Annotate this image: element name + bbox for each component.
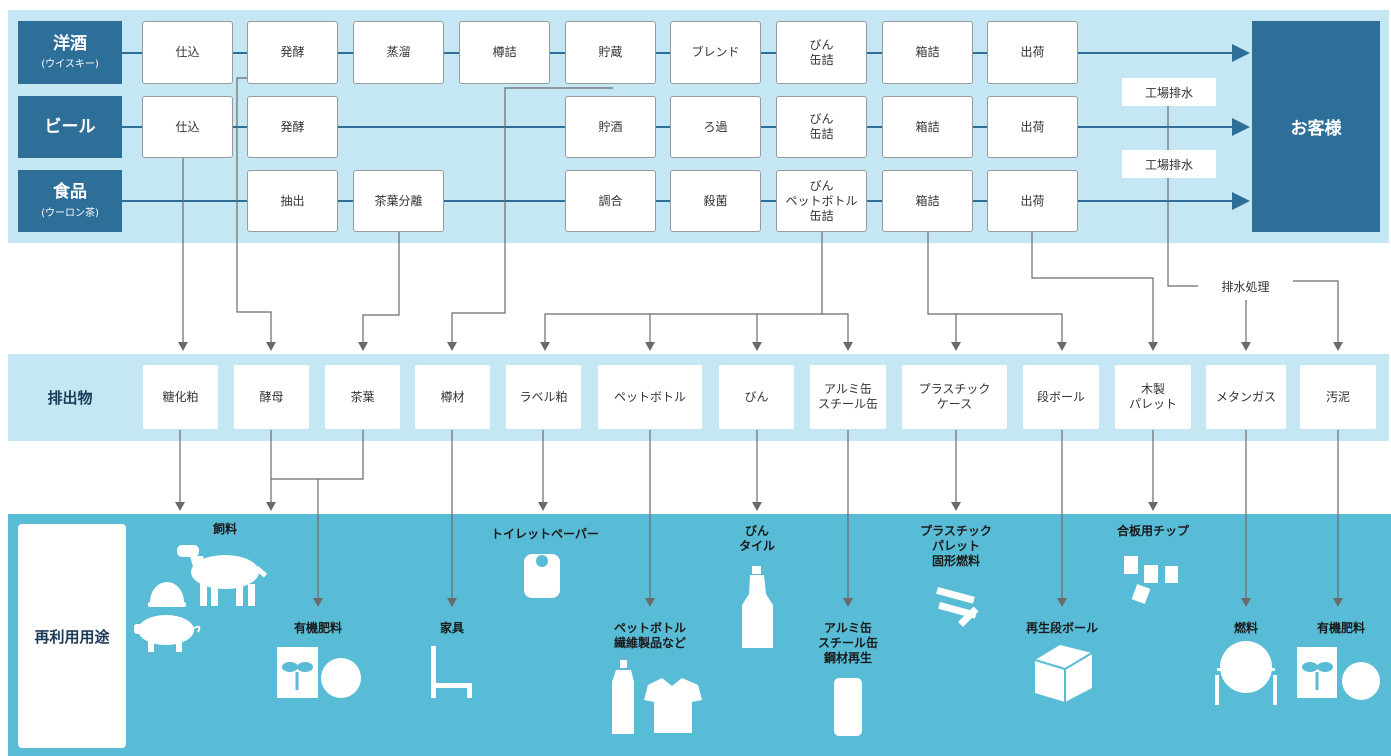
source-whisky: 洋酒 (ウイスキー) [18, 21, 122, 84]
waste-item: 木製 パレット [1115, 365, 1191, 429]
arrow-head [1232, 44, 1250, 62]
waste-item: びん [719, 365, 794, 429]
factory-drain-label: 工場排水 [1122, 150, 1216, 178]
cardboard-box-icon [1034, 645, 1093, 702]
process-step: 箱詰 [882, 21, 973, 84]
process-step: 茶葉分離 [353, 170, 444, 232]
reuse-label-recycled-cardboard: 再生段ボール [1025, 621, 1099, 635]
gas-tank-icon [1215, 641, 1277, 705]
factory-drain-label: 工場排水 [1122, 78, 1216, 106]
arrow-head [1232, 118, 1250, 136]
bowl-icon [148, 582, 186, 607]
source-subtitle: (ウイスキー) [41, 59, 99, 71]
waste-item: ペットボトル [598, 365, 702, 429]
waste-item: 汚泥 [1300, 365, 1376, 429]
t-shirt-icon [644, 678, 702, 733]
reuse-label-fuel: 燃料 [1233, 621, 1259, 635]
reuse-label-toilet-paper: トイレットペーパー [491, 527, 599, 541]
waste-item: 糖化粕 [143, 365, 218, 429]
reuse-label-plywood-chip: 合板用チップ [1116, 524, 1190, 538]
source-beer: ビール [18, 96, 122, 158]
process-step: 発酵 [247, 96, 338, 158]
process-step: 発酵 [247, 21, 338, 84]
process-step: 調合 [565, 170, 656, 232]
source-title: 洋酒 [53, 33, 87, 54]
process-step: 抽出 [247, 170, 338, 232]
glass-bottle-icon [742, 566, 773, 648]
process-step: びん 缶詰 [776, 96, 867, 158]
fruit-icon [321, 658, 361, 698]
can-icon [834, 678, 862, 736]
waste-item: 茶葉 [325, 365, 400, 429]
process-step: 貯蔵 [565, 21, 656, 84]
reuse-label-feed: 飼料 [212, 522, 238, 536]
reuse-label-bottle-tile: びん タイル [738, 524, 776, 553]
reuse-header: 再利用用途 [18, 524, 126, 748]
reuse-label-organic-fertilizer: 有機肥料 [293, 621, 343, 635]
arrow-head [1232, 192, 1250, 210]
process-step: ろ過 [670, 96, 761, 158]
sprout-icon [277, 647, 318, 698]
drain-treatment-label: 排水処理 [1198, 272, 1293, 300]
customer-arrows [1232, 44, 1250, 210]
process-step: 貯酒 [565, 96, 656, 158]
waste-header: 排出物 [47, 388, 93, 407]
waste-item: アルミ缶 スチール缶 [810, 365, 886, 429]
reuse-label-organic-fertilizer-2: 有機肥料 [1316, 621, 1366, 635]
waste-item: プラスチック ケース [902, 365, 1007, 429]
wood-chip-icon [1124, 556, 1178, 604]
process-step: 出荷 [987, 21, 1078, 84]
waste-item: 酵母 [234, 365, 309, 429]
process-step: びん 缶詰 [776, 21, 867, 84]
process-step: 蒸溜 [353, 21, 444, 84]
process-step: 仕込 [142, 21, 233, 84]
waste-flow-lines [178, 77, 1343, 351]
reuse-flow-lines [175, 430, 1343, 607]
process-step: 仕込 [142, 96, 233, 158]
reuse-label-pet-fiber: ペットボトル 繊維製品など [613, 621, 687, 650]
source-title: 食品 [53, 182, 87, 203]
process-step: 出荷 [987, 170, 1078, 232]
reuse-panel [8, 514, 1391, 756]
source-title: ビール [44, 116, 96, 137]
toilet-paper-icon [524, 554, 560, 598]
waste-item: 段ボール [1023, 365, 1099, 429]
reuse-label-plastic-pallet: プラスチック パレット 固形燃料 [920, 524, 992, 568]
process-step: ブレンド [670, 21, 761, 84]
customer-box: お客様 [1252, 21, 1380, 232]
waste-item: メタンガス [1206, 365, 1286, 429]
cow-icon [177, 545, 268, 606]
process-step: 箱詰 [882, 96, 973, 158]
process-step: 樽詰 [459, 21, 550, 84]
process-step: 出荷 [987, 96, 1078, 158]
source-food: 食品 (ウーロン茶) [18, 170, 122, 232]
pig-icon [134, 615, 201, 652]
sprout-icon [1297, 647, 1337, 698]
fruit-icon [1342, 662, 1380, 700]
process-step: 箱詰 [882, 170, 973, 232]
process-step: 殺菌 [670, 170, 761, 232]
plastic-pieces-icon [936, 587, 979, 627]
waste-item: ラベル粕 [506, 365, 581, 429]
reuse-label-furniture: 家具 [439, 621, 465, 635]
pet-bottle-icon [612, 660, 634, 734]
chair-icon [431, 646, 472, 698]
source-subtitle: (ウーロン茶) [41, 207, 99, 219]
waste-item: 樽材 [415, 365, 490, 429]
reuse-label-can-steel: アルミ缶 スチール缶 鋼材再生 [817, 621, 879, 665]
process-step: びん ペットボトル 缶詰 [776, 170, 867, 232]
